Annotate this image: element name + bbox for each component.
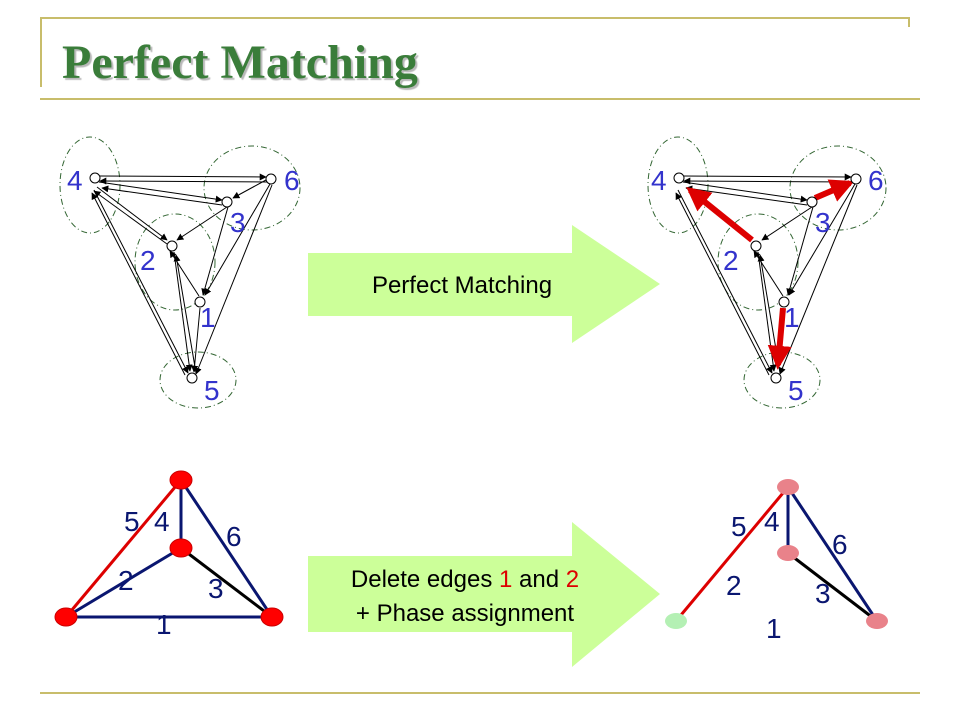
arrow-shape-bottom	[308, 522, 660, 667]
graph-right-label-1: 1	[784, 302, 800, 333]
frame-left-rule	[40, 17, 42, 87]
vertex-2	[166, 240, 178, 252]
tri-right-node-center	[777, 545, 799, 561]
vertex-4	[89, 172, 101, 184]
tri-left-label-4: 4	[154, 506, 170, 537]
graph-left-label-3: 3	[230, 207, 246, 238]
matched-edge-2-4	[686, 186, 754, 243]
matched-edge-3-6	[813, 179, 855, 202]
tri-right-label-1: 1	[766, 613, 782, 644]
graph-left-vertices	[89, 172, 277, 384]
tri-left-label-3: 3	[208, 573, 224, 604]
vertex-3	[806, 196, 818, 208]
tri-right-node-top	[777, 479, 799, 495]
tri-left-edge-5	[64, 479, 183, 618]
graph-right: 4 6 3 2 1 5	[647, 136, 887, 409]
tri-left-edge-2	[65, 546, 182, 619]
perfect-matching-arrow: Perfect Matching	[308, 225, 660, 343]
tri-right-label-6: 6	[832, 529, 848, 560]
triangle-left-nodes	[54, 470, 284, 627]
arrow-text-prefix: Delete edges	[351, 566, 499, 593]
graph-right-label-3: 3	[815, 207, 831, 238]
tri-right-label-5: 5	[731, 511, 747, 542]
vertex-6	[265, 173, 277, 185]
tri-right-label-2: 2	[726, 570, 742, 601]
triangle-right-edges	[674, 486, 879, 623]
title-underline	[40, 98, 920, 100]
graph-left-label-5: 5	[204, 375, 220, 406]
tri-right-node-right	[866, 613, 888, 629]
graph-left-label-6: 6	[284, 165, 300, 196]
arrow-text-edge-a: 1	[499, 566, 512, 593]
tri-right-edge-5	[674, 486, 790, 622]
vertex-5	[186, 372, 198, 384]
graph-right-label-4: 4	[651, 165, 667, 196]
frame-right-rule	[908, 17, 910, 27]
graph-right-label-6: 6	[868, 165, 884, 196]
vertex-5	[770, 372, 782, 384]
tri-right-edge-3	[787, 551, 878, 623]
tri-right-label-4: 4	[764, 506, 780, 537]
graph-left-label-1: 1	[200, 302, 216, 333]
arrow-text-edge-b: 2	[566, 566, 579, 593]
graph-right-clusters	[647, 136, 887, 409]
footer-rule	[40, 692, 920, 694]
triangle-right: 1 2 3 4 5 6	[665, 479, 888, 644]
graph-right-label-5: 5	[788, 375, 804, 406]
matched-edge-1-5	[767, 307, 792, 370]
vertex-1	[778, 296, 790, 308]
arrow-label-bottom-line1: Delete edges 1 and 2	[351, 566, 579, 593]
tri-left-node-left	[54, 607, 78, 627]
tri-left-node-right	[260, 607, 284, 627]
vertex-6	[850, 173, 862, 185]
delete-edges-arrow: Delete edges 1 and 2 + Phase assignment	[308, 522, 660, 667]
tri-left-label-6: 6	[226, 521, 242, 552]
arrow-text-middle: and	[512, 566, 565, 593]
tri-left-node-top	[169, 470, 193, 490]
vertex-4	[673, 172, 685, 184]
graph-right-matched-edges	[686, 179, 855, 370]
arrow-label-top: Perfect Matching	[372, 272, 552, 299]
arrow-shape-top	[308, 225, 660, 343]
vertex-2	[750, 240, 762, 252]
triangle-right-nodes	[665, 479, 888, 629]
frame-top-rule	[40, 17, 910, 19]
graph-right-label-2: 2	[723, 245, 739, 276]
tri-left-edge-6	[179, 479, 274, 618]
slide-title: Perfect Matching	[62, 36, 418, 89]
graph-left-label-2: 2	[140, 245, 156, 276]
tri-left-label-5: 5	[124, 506, 140, 537]
graph-left-edges	[91, 173, 273, 376]
triangle-left: 1 2 3 4 5 6	[54, 470, 284, 640]
graph-left: 4 6 3 2 1 5	[59, 136, 301, 409]
tri-left-label-1: 1	[156, 609, 172, 640]
tri-right-node-left	[665, 613, 687, 629]
vertex-3	[221, 196, 233, 208]
tri-left-node-center	[169, 538, 193, 558]
arrow-label-bottom-line2: + Phase assignment	[356, 600, 574, 627]
tri-right-edge-6	[786, 486, 879, 622]
tri-left-label-2: 2	[118, 565, 134, 596]
tri-right-label-3: 3	[815, 578, 831, 609]
triangle-left-edges	[64, 479, 274, 619]
graph-right-vertices	[673, 172, 862, 384]
tri-left-edge-3	[180, 546, 273, 619]
vertex-1	[194, 296, 206, 308]
graph-left-label-4: 4	[67, 165, 83, 196]
graph-right-edges	[675, 173, 858, 376]
